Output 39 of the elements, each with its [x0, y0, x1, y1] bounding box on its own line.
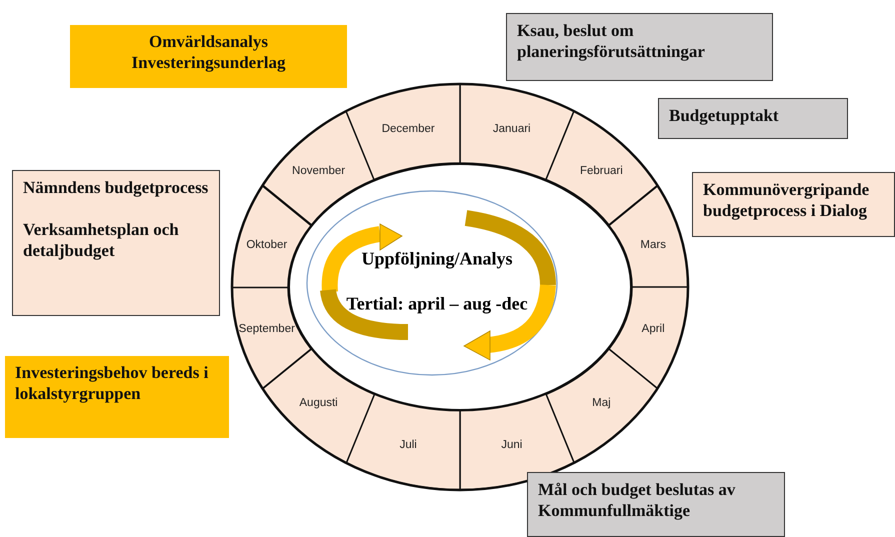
month-label: Augusti: [299, 396, 338, 409]
text-box: [527, 472, 785, 537]
month-label: Juni: [501, 438, 522, 451]
month-label: April: [642, 323, 665, 336]
text-box: [70, 25, 347, 88]
month-segment: [608, 287, 688, 388]
text-box: [12, 170, 220, 316]
month-segment: [346, 394, 460, 490]
month-label: September: [238, 323, 295, 336]
month-label: Januari: [492, 123, 531, 136]
month-segment: [232, 186, 312, 287]
month-segment: [262, 349, 374, 463]
box-text: Mål och budget beslutas av Kommunfullmäktige: [538, 479, 736, 521]
box-text: Ksau, beslut om planeringsförutsättningar: [517, 20, 706, 62]
month-label: Maj: [592, 396, 611, 409]
box-text: Omvärldsanalys Investeringsunderlag: [130, 31, 286, 73]
month-label: December: [382, 123, 435, 136]
text-box: [5, 356, 229, 438]
text-box: [692, 172, 895, 237]
center-text: Tertial: april – aug -dec: [346, 294, 528, 314]
center-text: Uppföljning/Analys: [361, 248, 513, 270]
month-segment: [546, 111, 658, 225]
month-label: Februari: [580, 165, 623, 178]
month-segment: [546, 349, 658, 463]
box-text: Budgetupptakt: [669, 105, 780, 126]
box-text: Investeringsbehov bereds i lokalstyrgruppen: [15, 362, 210, 404]
month-label: Juli: [400, 438, 417, 451]
month-label: November: [292, 165, 346, 178]
month-segment: [262, 111, 374, 225]
month-segment: [608, 186, 688, 287]
box-text: Nämndens budgetprocess: [23, 177, 209, 198]
month-segment: [346, 84, 460, 180]
box-text: Kommunövergripande budgetprocess i Dialog: [703, 179, 870, 221]
box-text: Verksamhetsplan och detaljbudget: [23, 219, 180, 261]
month-label: Oktober: [246, 238, 288, 251]
text-box: [506, 13, 773, 81]
month-label: Mars: [640, 238, 666, 251]
text-box: [658, 98, 848, 139]
month-segment: [460, 84, 574, 180]
